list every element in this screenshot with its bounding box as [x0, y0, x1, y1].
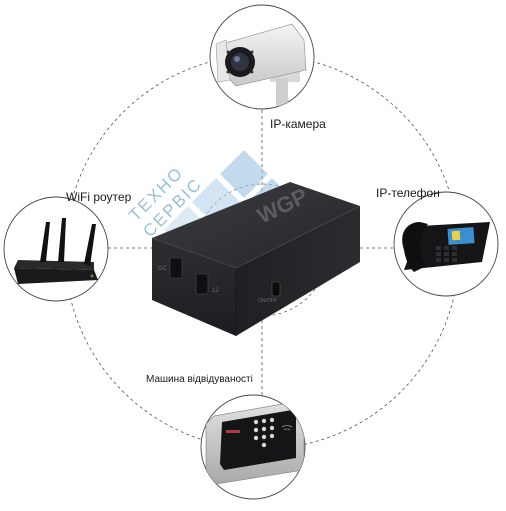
attendance-terminal-icon — [205, 401, 305, 485]
attendance-label: Машина відвідуваності — [146, 374, 253, 385]
camera-label: IP-камера — [270, 117, 326, 131]
output-port-icon — [195, 273, 209, 295]
port-12-label: 12 — [212, 288, 219, 294]
phone-label: IP-телефон — [376, 186, 440, 200]
wifi-router-icon — [14, 218, 98, 284]
power-switch-icon — [271, 281, 281, 297]
port-dc-label: DC — [158, 266, 167, 272]
router-label: WiFi роутер — [66, 190, 132, 204]
cctv-camera-icon — [215, 23, 307, 106]
desk-phone-icon — [402, 222, 490, 272]
mini-ups-device — [151, 182, 361, 336]
switch-label: ON/OFF — [258, 298, 277, 304]
dc-port-icon — [169, 257, 183, 279]
